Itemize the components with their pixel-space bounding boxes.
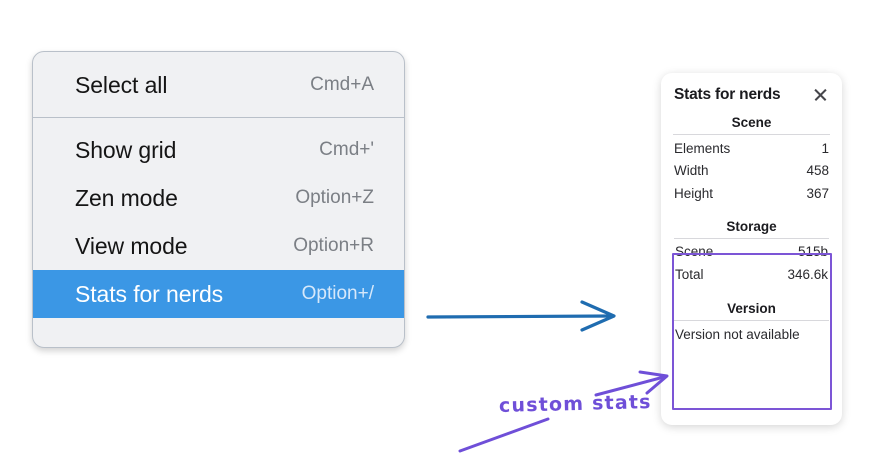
menu-group-primary: Select all Cmd+A: [33, 52, 404, 117]
blue-arrow-right: [426, 300, 616, 332]
stat-row: Total 346.6k: [673, 263, 830, 286]
menu-item-shortcut: Option+Z: [295, 187, 374, 208]
section-heading-storage: Storage: [726, 218, 777, 234]
section-divider: [674, 319, 829, 321]
close-icon[interactable]: [812, 86, 830, 104]
stat-key: Width: [674, 163, 709, 179]
handwritten-annotation-label: custom stats: [498, 391, 652, 417]
version-section: Version Version not available: [661, 296, 842, 346]
menu-item-shortcut: Option+R: [293, 235, 374, 256]
menu-item-view-mode[interactable]: View mode Option+R: [33, 222, 404, 270]
stat-value: 346.6k: [787, 266, 828, 282]
stat-value: 458: [806, 163, 829, 179]
stat-key: Height: [674, 185, 714, 201]
menu-item-shortcut: Cmd+A: [310, 74, 374, 95]
menu-item-shortcut: Cmd+': [319, 139, 374, 160]
menu-item-label: View mode: [75, 232, 188, 259]
section-divider: [673, 134, 830, 135]
stat-row: Elements 1: [672, 137, 831, 160]
context-menu[interactable]: Select all Cmd+A Show grid Cmd+' Zen mod…: [32, 51, 405, 348]
menu-item-zen-mode[interactable]: Zen mode Option+Z: [33, 174, 404, 222]
menu-item-stats-for-nerds[interactable]: Stats for nerds Option+/: [33, 270, 404, 318]
menu-group-secondary: Show grid Cmd+' Zen mode Option+Z View m…: [33, 118, 404, 328]
storage-section: Storage Scene 515b Total 346.6k: [661, 214, 842, 286]
menu-item-shortcut: Option+/: [301, 283, 374, 304]
menu-separator: [33, 117, 404, 118]
stat-value: 1: [821, 140, 829, 156]
stat-value: 515b: [797, 244, 828, 260]
menu-item-show-grid[interactable]: Show grid Cmd+': [33, 126, 404, 174]
panel-header: Stats for nerds: [661, 73, 842, 110]
stat-row: Scene 515b: [673, 241, 830, 264]
stats-for-nerds-panel[interactable]: Stats for nerds Scene Elements 1 Width 4…: [661, 73, 842, 425]
section-heading-scene: Scene: [731, 115, 772, 130]
menu-item-select-all[interactable]: Select all Cmd+A: [33, 61, 404, 109]
menu-item-label: Select all: [75, 71, 168, 98]
version-value: Version not available: [675, 326, 800, 342]
purple-arrow-underline: [458, 417, 550, 453]
menu-item-label: Stats for nerds: [75, 280, 224, 307]
stat-key: Total: [675, 266, 704, 282]
menu-item-label: Zen mode: [75, 184, 178, 211]
menu-item-label: Show grid: [75, 136, 177, 163]
section-divider: [674, 237, 829, 239]
scene-section: Scene Elements 1 Width 458 Height 367: [661, 110, 842, 205]
section-heading-version: Version: [727, 300, 776, 316]
panel-title: Stats for nerds: [674, 86, 781, 103]
stat-key: Elements: [674, 140, 731, 156]
stat-key: Scene: [675, 244, 714, 260]
stat-row: Width 458: [672, 160, 831, 183]
stat-value: 367: [806, 185, 829, 201]
stat-row: Height 367: [672, 182, 831, 205]
